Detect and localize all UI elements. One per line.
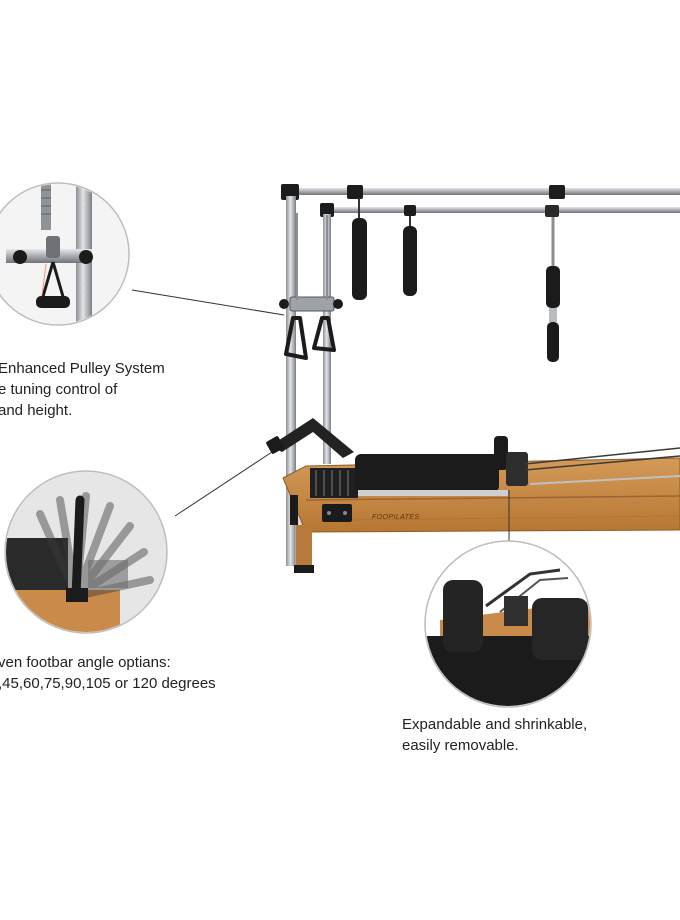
frame-clamp bbox=[545, 205, 559, 217]
pulley-knob bbox=[333, 299, 343, 309]
rope bbox=[524, 447, 680, 465]
top-frame-bar-front bbox=[288, 188, 680, 195]
headrest-caption: Expandable and shrinkable, easily remova… bbox=[402, 714, 587, 756]
front-upright-pole bbox=[286, 196, 296, 566]
footbar bbox=[270, 418, 354, 458]
shoulder-block bbox=[494, 436, 508, 470]
rear-upright-pole bbox=[323, 214, 331, 464]
footbar-caption-line: ven footbar angle optians: bbox=[0, 654, 171, 671]
frame-clamp bbox=[404, 205, 416, 216]
pulley-caption-line: e tuning control of bbox=[0, 381, 118, 398]
cadillac-reformer-machine bbox=[266, 184, 680, 573]
footbar-caption-line: ,45,60,75,90,105 or 120 degrees bbox=[0, 675, 216, 692]
hand-handle-right bbox=[312, 316, 336, 352]
footbar-slats bbox=[310, 468, 358, 498]
carriage-padding bbox=[355, 454, 499, 492]
frame-clamp bbox=[549, 185, 565, 199]
pulley-knob bbox=[279, 299, 289, 309]
footbar-detail-callout bbox=[4, 470, 168, 634]
rope bbox=[524, 455, 680, 471]
frame-leg bbox=[296, 525, 312, 571]
footbar-callout-line bbox=[174, 451, 273, 517]
frame-leg bbox=[290, 495, 298, 525]
frame-clamp bbox=[347, 185, 363, 199]
headrest bbox=[506, 452, 528, 486]
hand-handle-left bbox=[284, 316, 308, 360]
pulley-caption-line: and height. bbox=[0, 402, 73, 419]
hanging-strap bbox=[352, 218, 367, 300]
hanging-cuff bbox=[546, 266, 560, 308]
headrest-detail-callout bbox=[424, 540, 592, 708]
pulley-detail-callout bbox=[0, 182, 130, 326]
frame-corner-joint bbox=[320, 203, 334, 217]
pulley-caption: Enhanced Pulley System e tuning control … bbox=[0, 358, 165, 421]
headrest-caption-line: Expandable and shrinkable, bbox=[402, 716, 588, 733]
pulley-caption-line: Enhanced Pulley System bbox=[0, 360, 165, 377]
footbar-caption: ven footbar angle optians: ,45,60,75,90,… bbox=[0, 652, 216, 694]
spring-bar-plate bbox=[322, 504, 352, 522]
brand-logo: FOOPILATES bbox=[372, 514, 419, 521]
hanging-strap bbox=[403, 226, 417, 296]
pulley-callout-line bbox=[131, 289, 285, 316]
top-frame-bar-rear bbox=[320, 207, 680, 213]
hanging-cuff bbox=[547, 322, 559, 362]
headrest-caption-line: easily removable. bbox=[402, 737, 519, 754]
frame-leg-foot bbox=[294, 565, 314, 573]
